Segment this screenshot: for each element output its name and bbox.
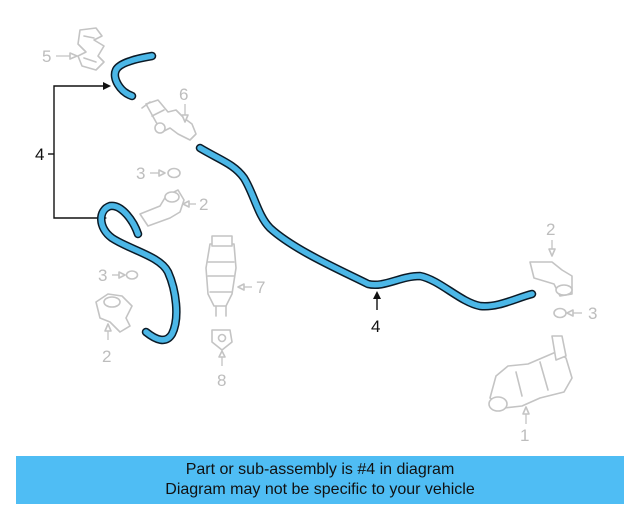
- callout-3-upper: 3: [136, 164, 145, 183]
- part-3-oring-upper: [167, 167, 181, 179]
- callout-1: 1: [520, 426, 529, 445]
- parts-diagram: 5 6 3 2 3 2 7: [35, 27, 597, 445]
- callout-8: 8: [217, 371, 226, 390]
- hose-4-long-main[interactable]: [195, 143, 537, 311]
- part-8-grommet: [211, 329, 233, 351]
- callout-6: 6: [179, 85, 188, 104]
- callout-4-main: 4: [371, 317, 380, 336]
- hose-4-left-loop[interactable]: [97, 201, 181, 345]
- part-3-oring-left: [125, 270, 139, 280]
- part-5-clip: [77, 27, 105, 71]
- part-7-washer-pump: [205, 235, 237, 317]
- callout-2-right: 2: [546, 220, 555, 239]
- callout-7: 7: [256, 278, 265, 297]
- part-3-oring-right: [553, 307, 567, 319]
- banner-line-1: Part or sub-assembly is #4 in diagram: [185, 461, 455, 478]
- part-6-connector: [141, 99, 197, 141]
- banner-line-2: Diagram may not be specific to your vehi…: [165, 481, 475, 498]
- callout-5: 5: [42, 47, 51, 66]
- callout-2-lower-left: 2: [102, 347, 111, 366]
- callout-4-bracket: 4: [35, 145, 44, 164]
- part-2-elbow-lower: [95, 293, 133, 333]
- callout-3-left: 3: [98, 266, 107, 285]
- part-2-elbow-right: [529, 261, 573, 297]
- callout-2-upper: 2: [199, 195, 208, 214]
- part-1-pump-assembly: [488, 335, 573, 412]
- hose-4-short-upper[interactable]: [110, 51, 157, 101]
- part-2-elbow-upper: [139, 189, 185, 227]
- info-banner: Part or sub-assembly is #4 in diagram Di…: [16, 456, 624, 504]
- callout-3-right: 3: [588, 304, 597, 323]
